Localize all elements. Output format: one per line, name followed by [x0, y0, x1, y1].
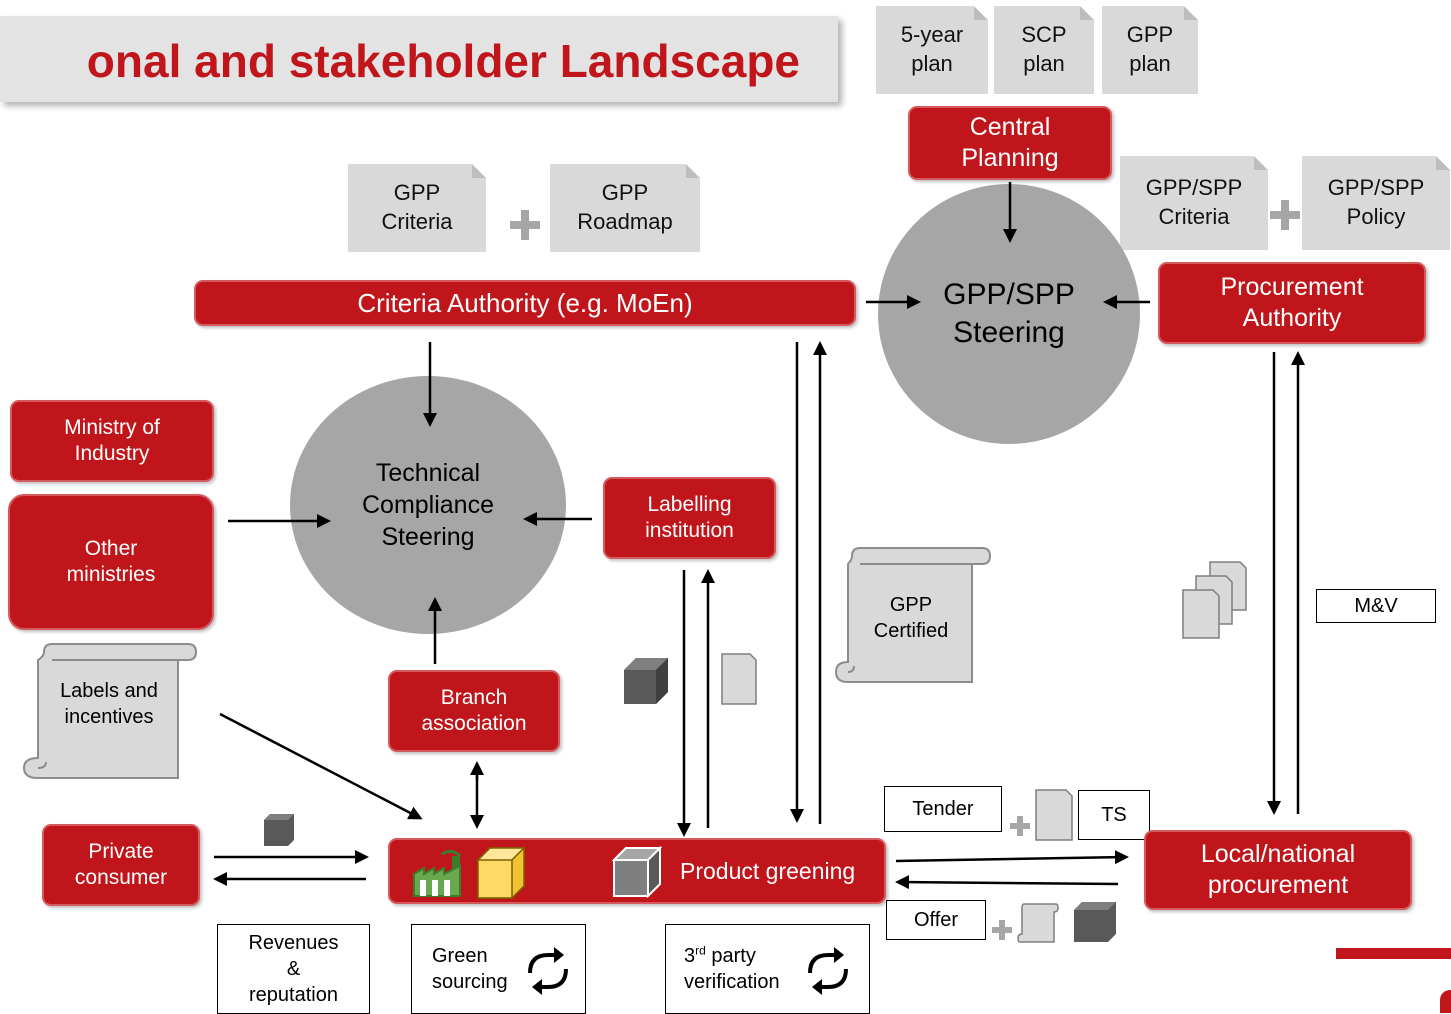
gpp-roadmap-doc: GPP Roadmap [550, 164, 700, 252]
plan-doc-scp: SCP plan [994, 6, 1094, 94]
green-sourcing-box: Green sourcing [411, 924, 586, 1014]
labels-incentives-scroll: Labels and incentives [20, 642, 200, 782]
yellow-cube-icon [476, 846, 526, 900]
document-stack-icon [1180, 560, 1250, 642]
grey-cube-icon [611, 845, 663, 899]
plan-doc-5-year: 5-year plan [876, 6, 988, 94]
product-cube-icon [622, 656, 670, 706]
accent-mark [1440, 990, 1451, 1013]
local-procurement-box: Local/national procurement [1144, 830, 1412, 910]
title-banner [0, 16, 838, 102]
ministry-of-industry-box: Ministry of Industry [10, 400, 214, 482]
gpp-spp-criteria-doc: GPP/SPP Criteria [1120, 156, 1268, 250]
gpp-criteria-doc: GPP Criteria [348, 164, 486, 252]
branch-association-box: Branch association [388, 670, 560, 752]
product-greening-bar: Product greening [388, 838, 886, 904]
other-ministries-box: Other ministries [8, 494, 214, 630]
plus-icon [1270, 200, 1300, 230]
offer-cube-icon [1072, 900, 1118, 944]
technical-compliance-circle: Technical Compliance Steering [290, 376, 566, 634]
ts-box: TS [1078, 790, 1150, 840]
cycle-icon [800, 943, 856, 999]
gpp-certified-scroll: GPP Certified [832, 546, 992, 686]
private-consumer-box: Private consumer [42, 824, 200, 906]
product-greening-label: Product greening [680, 858, 856, 884]
small-cube-icon [262, 812, 296, 848]
plus-icon [992, 920, 1012, 940]
document-icon [720, 652, 758, 706]
mv-box: M&V [1316, 589, 1436, 623]
document-icon [1034, 788, 1074, 842]
scroll-icon [1016, 900, 1060, 944]
offer-box: Offer [886, 900, 986, 940]
plus-icon [510, 210, 540, 240]
third-party-label: 3rd party verification [684, 943, 780, 993]
gpp-spp-steering-circle: GPP/SPP Steering [878, 184, 1140, 444]
central-planning-box: Central Planning [908, 106, 1112, 180]
plus-icon [1010, 816, 1030, 836]
criteria-authority-bar: Criteria Authority (e.g. MoEn) [194, 280, 856, 326]
plan-doc-gpp: GPP plan [1102, 6, 1198, 94]
labels-incentives-label: Labels and incentives [60, 680, 158, 728]
factory-icon [412, 848, 464, 898]
third-party-box: 3rd party verification [665, 924, 870, 1014]
labelling-institution-box: Labelling institution [603, 477, 776, 559]
gpp-certified-label: GPP Certified [873, 594, 949, 642]
procurement-authority-box: Procurement Authority [1158, 262, 1426, 344]
cycle-icon [520, 943, 576, 999]
tender-box: Tender [884, 786, 1002, 832]
accent-bar [1336, 948, 1451, 959]
revenues-box: Revenues & reputation [217, 924, 370, 1014]
page-title: onal and stakeholder Landscape [86, 35, 800, 87]
gpp-spp-policy-doc: GPP/SPP Policy [1302, 156, 1450, 250]
